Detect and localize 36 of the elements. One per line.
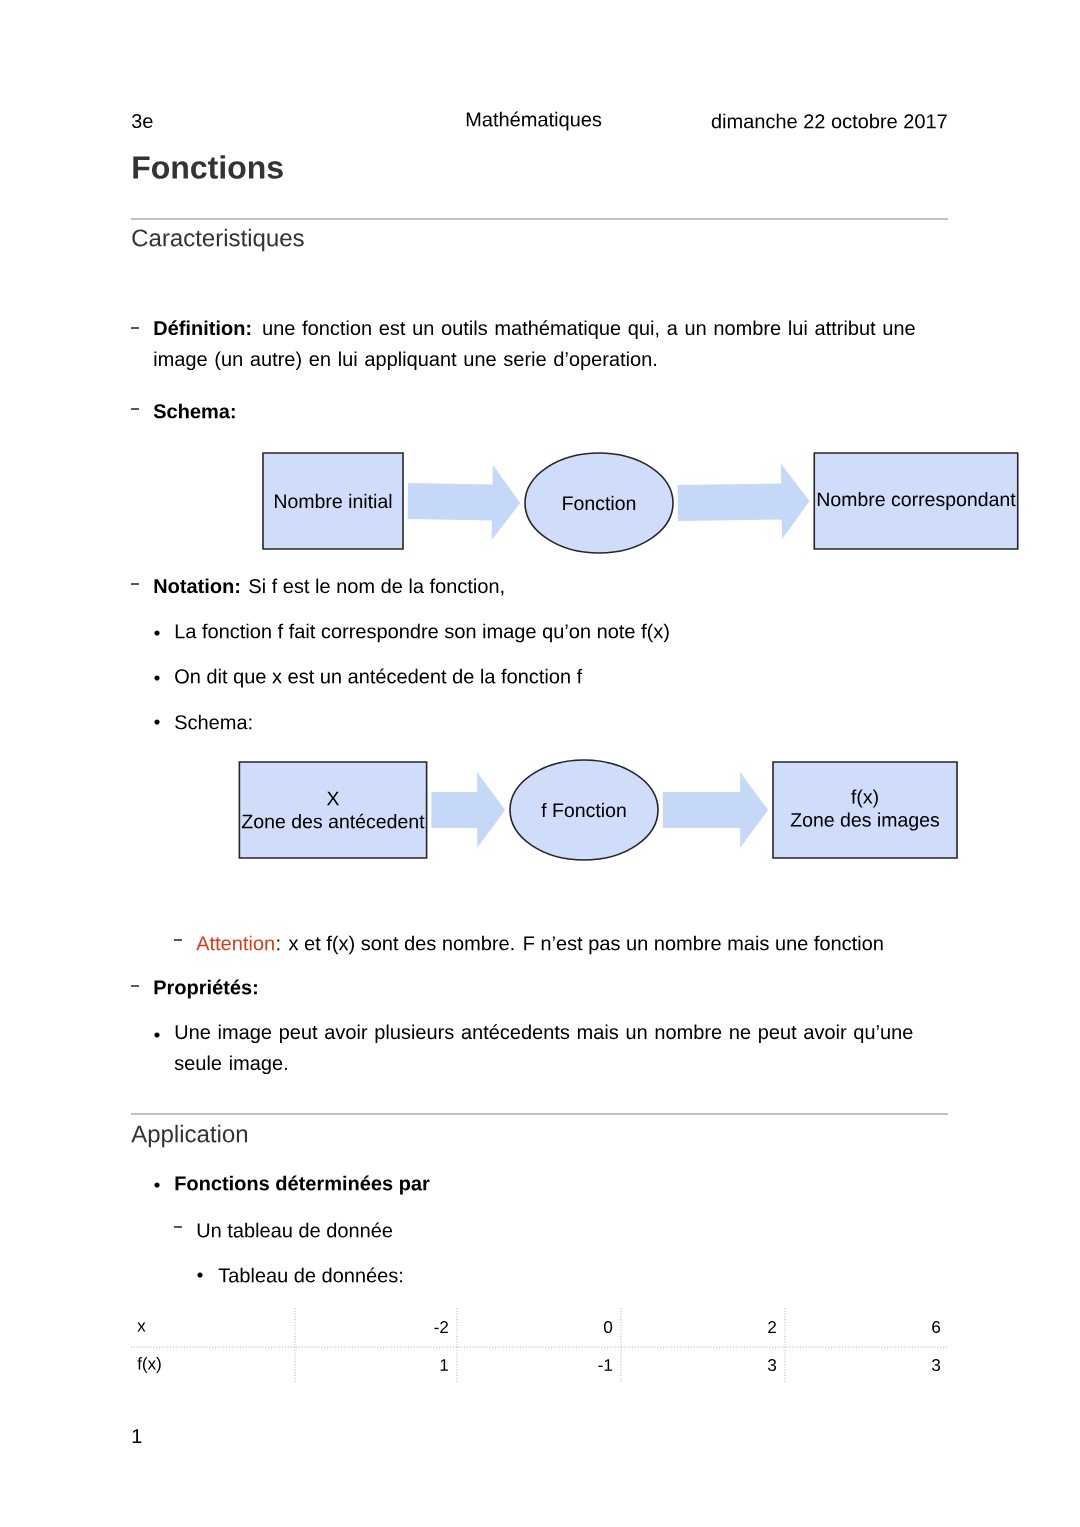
oval-node: Fonction: [524, 452, 674, 554]
process-box: Nombre initial: [262, 452, 404, 550]
table-cell: x: [137, 1322, 146, 1332]
list-item-text: Tableau de données:: [218, 1267, 403, 1283]
process-box: Nombre correspondant: [813, 452, 1019, 550]
list-item-text: Schema:: [153, 403, 235, 419]
table-cell: 2: [768, 1321, 776, 1333]
header-text: 3e: [131, 113, 153, 129]
title: Fonctions: [133, 155, 283, 179]
table-cell: -2: [434, 1321, 448, 1333]
section-heading: Caracteristiques: [132, 228, 304, 252]
header-text: dimanche 22 octobre 2017: [711, 113, 947, 129]
table-cell: 0: [604, 1321, 613, 1334]
table-cell: f(x): [137, 1357, 161, 1373]
oval-node: f Fonction: [509, 759, 659, 861]
table-cell: 6: [932, 1321, 941, 1334]
list-item-text: Notation: Si f est le nom de la fonction,: [154, 578, 504, 596]
list-item-text: La fonction f fait correspondre son image qu’on note f(x): [175, 623, 669, 643]
process-box: f(x) Zone des images: [772, 761, 958, 859]
paragraph: Définition: une fonction est un outils mathématique qui, a un nombre lui attribut une image (un autre) en lui appliquant une serie d’operation.: [154, 320, 915, 371]
table-cell: 3: [932, 1359, 941, 1372]
table-cell: -1: [598, 1359, 612, 1371]
list-item-text: On dit que x est un antécedent de la fonction f: [175, 668, 583, 688]
list-item-text: Fonctions déterminées par: [175, 1175, 430, 1195]
list-item-text: : x et f(x) sont des nombre. F n’est pas un nombre mais une fonction: [277, 935, 883, 955]
paragraph: Une image peut avoir plusieurs antécedents mais un nombre ne peut avoir qu’une seule image.: [174, 1024, 913, 1075]
table-cell: 1: [440, 1359, 448, 1371]
list-item-text: Un tableau de donnée: [197, 1222, 393, 1238]
section-heading: Application: [131, 1124, 248, 1148]
warning-label: Attention: [196, 935, 274, 951]
header-text: Mathématiques: [466, 111, 602, 131]
list-item-text: Propriétés:: [154, 979, 257, 999]
page-number: 1: [132, 1429, 142, 1443]
table-cell: 3: [768, 1359, 777, 1372]
process-box: X Zone des antécedent: [238, 761, 428, 859]
list-item-text: Schema:: [175, 714, 252, 730]
